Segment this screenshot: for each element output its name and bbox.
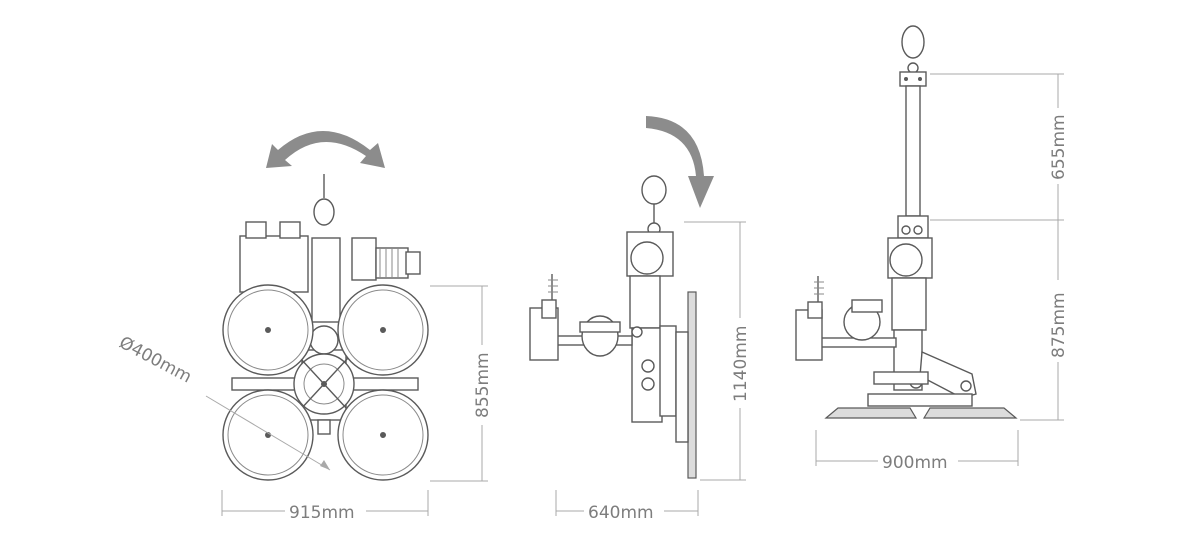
right-view: 900mm 655mm 875mm [795, 25, 1069, 473]
side-width-label: 640mm [588, 503, 654, 523]
right-top-height-label: 655mm [1049, 114, 1069, 180]
front-view: Ø400mm 915mm 855mm [116, 131, 493, 523]
tilt-arrow-icon [646, 116, 714, 208]
right-width-label: 900mm [882, 453, 948, 473]
side-height-label: 1140mm [731, 326, 751, 402]
suction-pad-top-left [222, 284, 314, 376]
suction-pad-top-right [337, 284, 429, 376]
lifting-eye [313, 174, 335, 226]
side-view: 640mm 1140mm [529, 116, 751, 523]
right-bottom-height-label: 875mm [1049, 292, 1069, 358]
suction-pad-bottom-right [337, 389, 429, 481]
front-width-label: 915mm [289, 503, 355, 523]
lifting-eye [899, 25, 927, 87]
pad-diameter-label: Ø400mm [116, 333, 195, 388]
front-height-label: 855mm [473, 352, 493, 418]
suction-pad-bottom-left [222, 389, 314, 481]
lifting-eye [641, 175, 667, 236]
rotation-arrow-icon [266, 131, 385, 168]
